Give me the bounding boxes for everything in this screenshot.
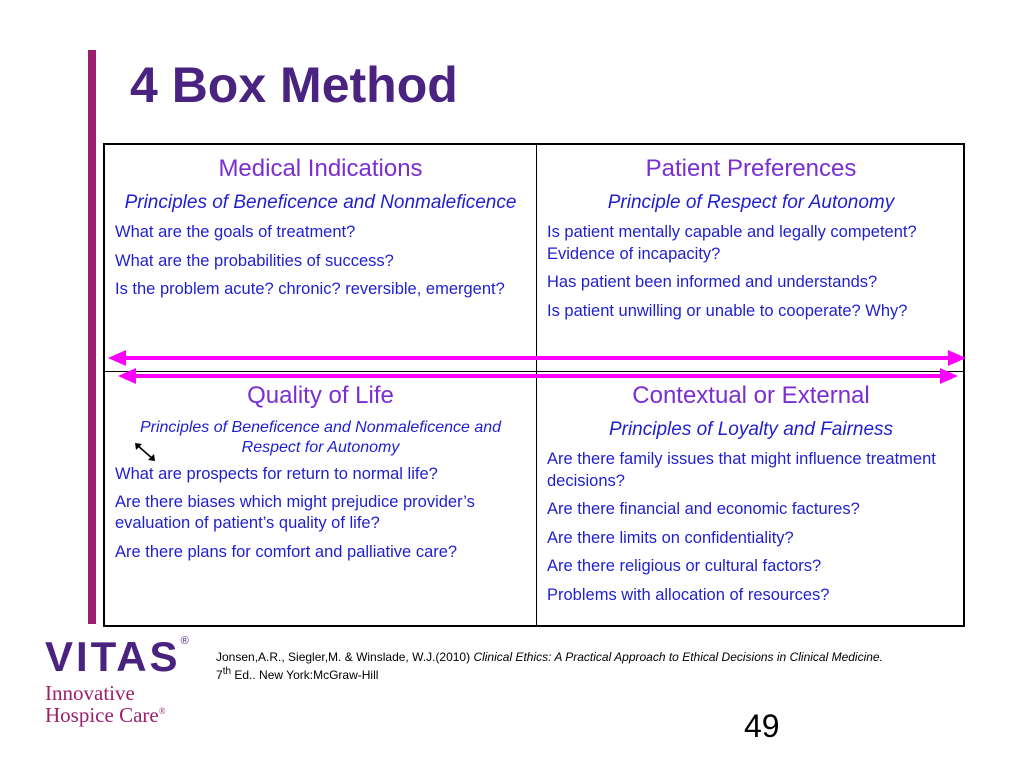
quadrant-heading: Quality of Life bbox=[247, 382, 394, 409]
logo-mark-text: VITAS bbox=[45, 633, 181, 680]
registered-mark: ® bbox=[180, 635, 189, 647]
logo-wordmark: VITAS® bbox=[45, 636, 225, 678]
quadrant-principle: Principles of Loyalty and Fairness bbox=[608, 418, 894, 440]
quadrant-heading: Contextual or External bbox=[632, 382, 870, 409]
logo-tagline-line1: Innovative bbox=[45, 681, 135, 705]
citation-authors: Jonsen,A.R., Siegler,M. & Winslade, W.J.… bbox=[216, 650, 474, 664]
citation-edition: 7 bbox=[216, 668, 223, 683]
quadrant-patient-preferences: Patient Preferences Principle of Respect… bbox=[537, 145, 965, 371]
question-item: Are there religious or cultural factors? bbox=[547, 557, 822, 576]
question-item: What are the goals of treatment? bbox=[115, 223, 356, 242]
four-box-grid: Medical Indications Principles of Benefi… bbox=[103, 143, 965, 627]
citation: Jonsen,A.R., Siegler,M. & Winslade, W.J.… bbox=[216, 649, 1016, 683]
vitas-logo: VITAS® Innovative Hospice Care® bbox=[45, 636, 225, 727]
horizontal-divider bbox=[105, 371, 963, 372]
slide-title: 4 Box Method bbox=[130, 57, 458, 113]
question-item: Are there limits on confidentiality? bbox=[547, 528, 794, 547]
question-item: Is the problem acute? chronic? reversibl… bbox=[115, 280, 505, 299]
tagline-registered-mark: ® bbox=[158, 706, 166, 717]
question-item: Problems with allocation of resources? bbox=[547, 585, 830, 604]
quadrant-medical-indications: Medical Indications Principles of Benefi… bbox=[105, 145, 536, 371]
vertical-divider bbox=[536, 145, 537, 625]
question-item: Are there plans for comfort and palliati… bbox=[115, 542, 458, 561]
quadrant-heading: Patient Preferences bbox=[645, 155, 857, 182]
question-item: Has patient been informed and understand… bbox=[547, 273, 878, 292]
citation-book-title: Clinical Ethics: A Practical Approach to… bbox=[473, 650, 883, 664]
quadrant-heading: Medical Indications bbox=[218, 155, 423, 182]
question-item: Is patient mentally capable and legally … bbox=[547, 223, 917, 263]
question-item: What are the probabilities of success? bbox=[115, 251, 394, 270]
citation-publisher: Ed.. New York:McGraw-Hill bbox=[231, 668, 379, 683]
double-arrow-upper-icon bbox=[108, 350, 966, 366]
logo-tagline: Innovative Hospice Care® bbox=[45, 682, 225, 726]
question-item: What are prospects for return to normal … bbox=[115, 464, 438, 483]
quadrant-contextual-external: Contextual or External Principles of Loy… bbox=[537, 372, 965, 627]
logo-tagline-line2: Hospice Care bbox=[45, 703, 159, 728]
question-item: Are there financial and economic facture… bbox=[547, 500, 860, 519]
accent-bar bbox=[88, 50, 96, 624]
question-item: Are there biases which might prejudice p… bbox=[115, 493, 475, 533]
bidirectional-arrow-icon bbox=[135, 443, 155, 461]
double-arrow-lower-icon bbox=[118, 368, 958, 384]
quadrant-principle: Principles of Beneficence and Nonmalefic… bbox=[139, 418, 502, 456]
page-number: 49 bbox=[744, 708, 780, 744]
quadrant-principle: Principles of Beneficence and Nonmalefic… bbox=[124, 191, 517, 213]
quadrant-principle: Principle of Respect for Autonomy bbox=[607, 191, 895, 213]
question-item: Are there family issues that might influ… bbox=[547, 450, 936, 490]
question-item: Is patient unwilling or unable to cooper… bbox=[547, 301, 908, 320]
quadrant-quality-of-life: Quality of Life Principles of Beneficenc… bbox=[105, 372, 536, 627]
citation-edition-suffix: th bbox=[222, 666, 232, 678]
